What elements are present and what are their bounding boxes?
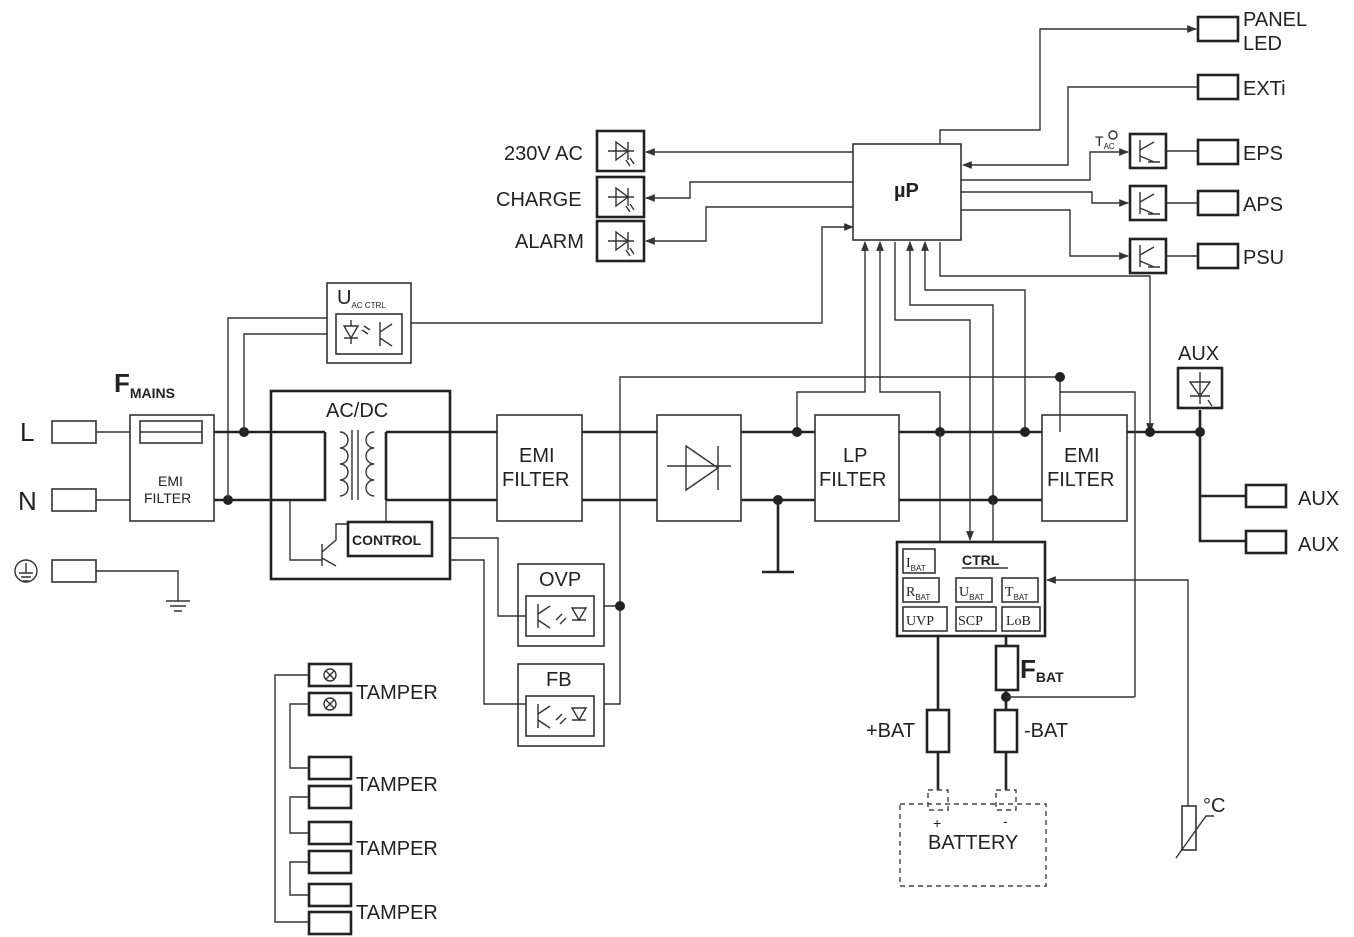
- fb-block: FB: [517, 663, 605, 747]
- svg-text:UAC CTRL: UAC CTRL: [337, 287, 386, 310]
- svg-text:TAC: TAC: [1095, 133, 1115, 151]
- sense-lines: [796, 241, 1154, 697]
- svg-text:LoB: LoB: [1006, 614, 1031, 629]
- svg-text:PANEL: PANEL: [1243, 9, 1307, 31]
- relay-contact-icon: [1139, 245, 1160, 268]
- earth-icon: [14, 559, 38, 583]
- svg-text:µP: µP: [894, 180, 919, 202]
- svg-text:+: +: [933, 815, 941, 831]
- relay-contact-icon: [1139, 192, 1160, 215]
- ground-icon: [166, 600, 190, 612]
- led-icon: [1188, 372, 1213, 407]
- input-section: L N FMAINS EMI FILTER: [14, 317, 327, 612]
- svg-text:FBAT: FBAT: [1020, 654, 1064, 685]
- svg-text:EMI: EMI: [158, 473, 183, 489]
- led-icon: [608, 186, 635, 213]
- svg-text:-: -: [1003, 813, 1008, 829]
- svg-text:TBAT: TBAT: [1005, 585, 1029, 602]
- label-charge: CHARGE: [496, 189, 582, 211]
- svg-text:FILTER: FILTER: [819, 469, 886, 491]
- optocoupler-icon: [342, 320, 393, 347]
- led-icon: [608, 230, 635, 257]
- svg-text:CONTROL: CONTROL: [352, 532, 422, 548]
- svg-text:FILTER: FILTER: [1047, 469, 1114, 491]
- svg-text:TAMPER: TAMPER: [356, 774, 438, 796]
- svg-text:FILTER: FILTER: [502, 469, 569, 491]
- fmains-label: FMAINS: [114, 368, 175, 401]
- tamper-section: TAMPER TAMPER TAMPER TAMPER: [274, 662, 438, 936]
- ovp-block: OVP: [517, 563, 605, 647]
- svg-text:AUX: AUX: [1178, 343, 1219, 365]
- emi-filter-2: EMI FILTER: [1041, 414, 1128, 522]
- lp-filter: LP FILTER: [814, 414, 900, 522]
- emi-filter-1: EMI FILTER: [496, 414, 583, 522]
- svg-text:EPS: EPS: [1243, 143, 1283, 165]
- svg-text:TAMPER: TAMPER: [356, 838, 438, 860]
- led-icon: [608, 140, 635, 167]
- svg-text:TAMPER: TAMPER: [356, 902, 438, 924]
- aux-top-block: AUX: [1176, 343, 1224, 410]
- svg-text:EXTi: EXTi: [1243, 78, 1286, 100]
- status-indicators: 230V AC CHARGE ALARM: [496, 129, 853, 263]
- thermistor-icon: °C: [1175, 795, 1225, 859]
- svg-text:LED: LED: [1243, 33, 1282, 55]
- terminal-l[interactable]: [51, 420, 97, 444]
- lamp-icon: [323, 697, 337, 711]
- terminal-pe[interactable]: [51, 559, 97, 583]
- svg-text:BATTERY: BATTERY: [928, 832, 1018, 854]
- svg-text:EMI: EMI: [519, 445, 555, 467]
- aux-outputs: AUX AUX: [1244, 483, 1339, 556]
- svg-text:FB: FB: [546, 669, 572, 691]
- battery-section: FBAT +BAT -BAT + - BATTERY: [866, 636, 1135, 887]
- svg-text:PSU: PSU: [1243, 247, 1284, 269]
- svg-text:EMI: EMI: [1064, 445, 1100, 467]
- svg-text:CTRL: CTRL: [962, 552, 1000, 568]
- lamp-icon: [323, 668, 337, 682]
- svg-text:UBAT: UBAT: [959, 585, 984, 602]
- svg-text:TAMPER: TAMPER: [356, 682, 438, 704]
- acdc-converter: AC/DC CONTROL: [269, 389, 452, 581]
- svg-text:+BAT: +BAT: [866, 720, 915, 742]
- label-l: L: [20, 417, 34, 447]
- rectifier-diode: [656, 414, 742, 522]
- svg-text:FILTER: FILTER: [144, 490, 191, 506]
- relay-contact-icon: [1139, 140, 1160, 163]
- svg-text:RBAT: RBAT: [906, 585, 930, 602]
- uac-ctrl-block: UAC CTRL: [326, 223, 854, 364]
- svg-text:SCP: SCP: [958, 614, 983, 629]
- ctrl-block: CTRL IBAT RBAT UBAT TBAT UVP SCP LoB: [895, 540, 1047, 638]
- svg-text:AC/DC: AC/DC: [326, 400, 388, 422]
- svg-text:LP: LP: [843, 445, 867, 467]
- control-block: [346, 520, 434, 558]
- label-n: N: [18, 486, 37, 516]
- svg-text:AUX: AUX: [1298, 534, 1339, 556]
- microprocessor: µP: [852, 143, 962, 241]
- output-relays: PANEL LED EXTi TAC EPS APS PSU: [939, 9, 1307, 275]
- svg-text:OVP: OVP: [539, 569, 581, 591]
- svg-text:°C: °C: [1203, 795, 1225, 817]
- svg-text:-BAT: -BAT: [1024, 720, 1068, 742]
- terminal-n[interactable]: [51, 488, 97, 512]
- svg-text:AUX: AUX: [1298, 488, 1339, 510]
- svg-text:IBAT: IBAT: [906, 556, 926, 573]
- label-alarm: ALARM: [515, 231, 584, 253]
- svg-text:APS: APS: [1243, 194, 1283, 216]
- svg-text:UVP: UVP: [906, 614, 934, 629]
- label-230v-ac: 230V AC: [504, 143, 583, 165]
